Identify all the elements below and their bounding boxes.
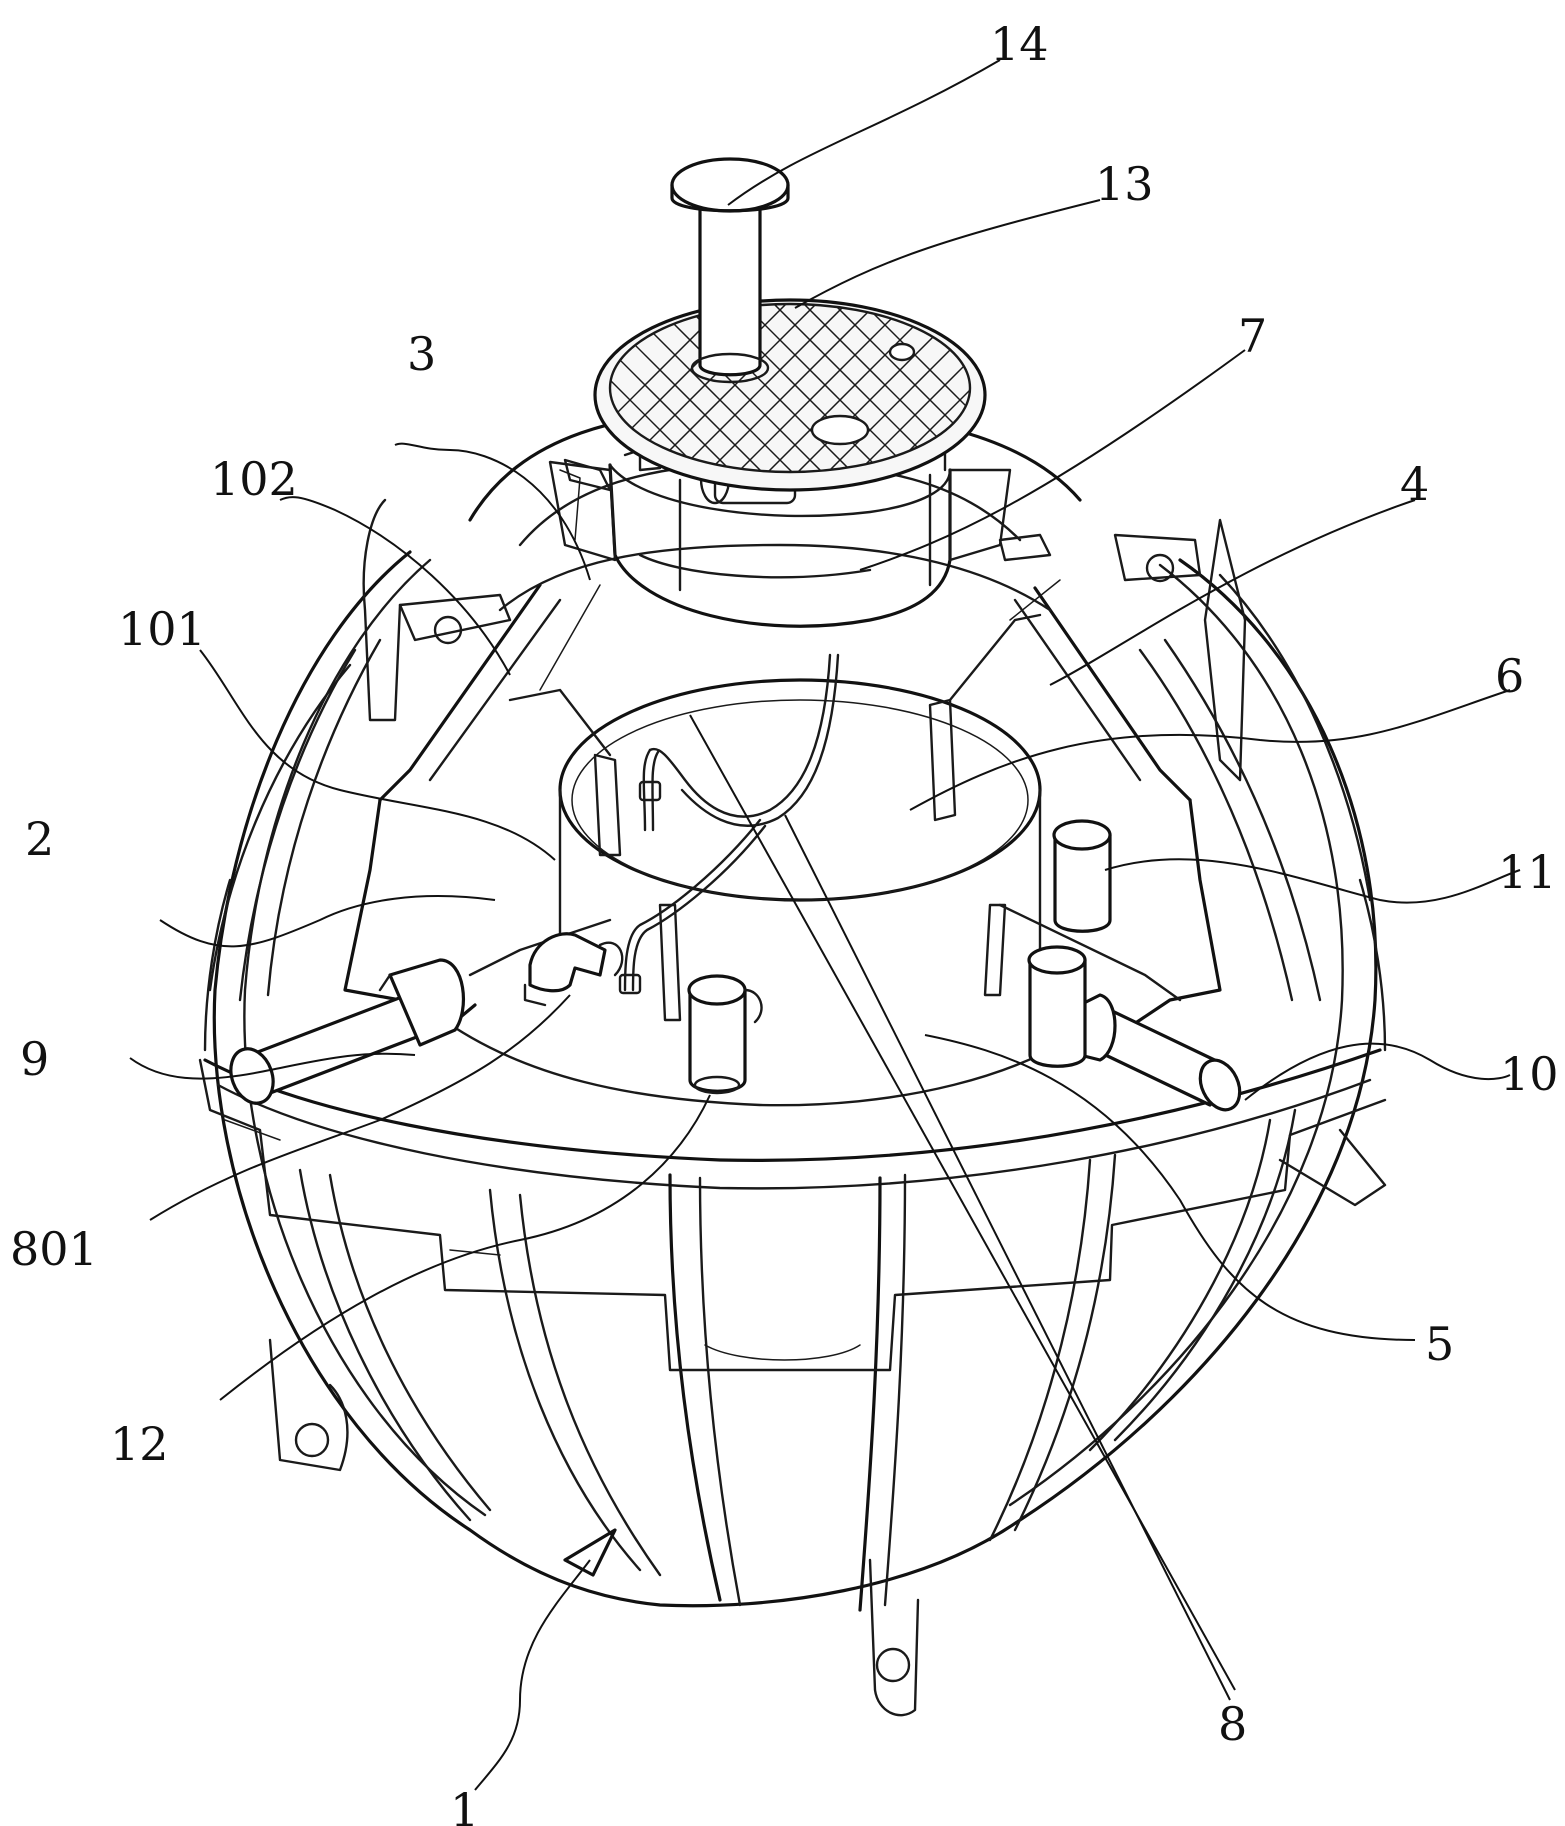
label-10: 10 bbox=[1500, 1047, 1559, 1101]
inlet-pipe bbox=[229, 958, 466, 1105]
riser-pipe-11 bbox=[1052, 819, 1112, 933]
air-hose-8 bbox=[618, 653, 840, 995]
label-14: 14 bbox=[990, 17, 1049, 71]
label-12: 12 bbox=[110, 1417, 169, 1471]
elbow-801 bbox=[523, 932, 624, 1007]
label-13: 13 bbox=[1095, 157, 1154, 211]
label-8: 8 bbox=[1218, 1697, 1247, 1751]
label-4: 4 bbox=[1400, 457, 1429, 511]
label-801: 801 bbox=[10, 1222, 98, 1276]
tank-body bbox=[198, 498, 1387, 1717]
label-3: 3 bbox=[407, 327, 436, 381]
reference-labels: 14 13 7 4 6 11 10 5 8 1 12 801 9 2 101 1… bbox=[10, 17, 1559, 1826]
label-11: 11 bbox=[1498, 845, 1557, 899]
pipe-12 bbox=[687, 974, 763, 1095]
vent-pipe bbox=[670, 157, 790, 384]
label-9: 9 bbox=[20, 1032, 49, 1086]
label-7: 7 bbox=[1238, 309, 1267, 363]
label-102: 102 bbox=[210, 452, 298, 506]
label-1: 1 bbox=[450, 1783, 479, 1826]
label-2: 2 bbox=[25, 812, 54, 866]
leader-lines bbox=[129, 59, 1521, 1791]
outlet-pipe bbox=[1027, 945, 1242, 1112]
label-101: 101 bbox=[118, 602, 206, 656]
label-5: 5 bbox=[1425, 1317, 1454, 1371]
label-6: 6 bbox=[1495, 649, 1524, 703]
